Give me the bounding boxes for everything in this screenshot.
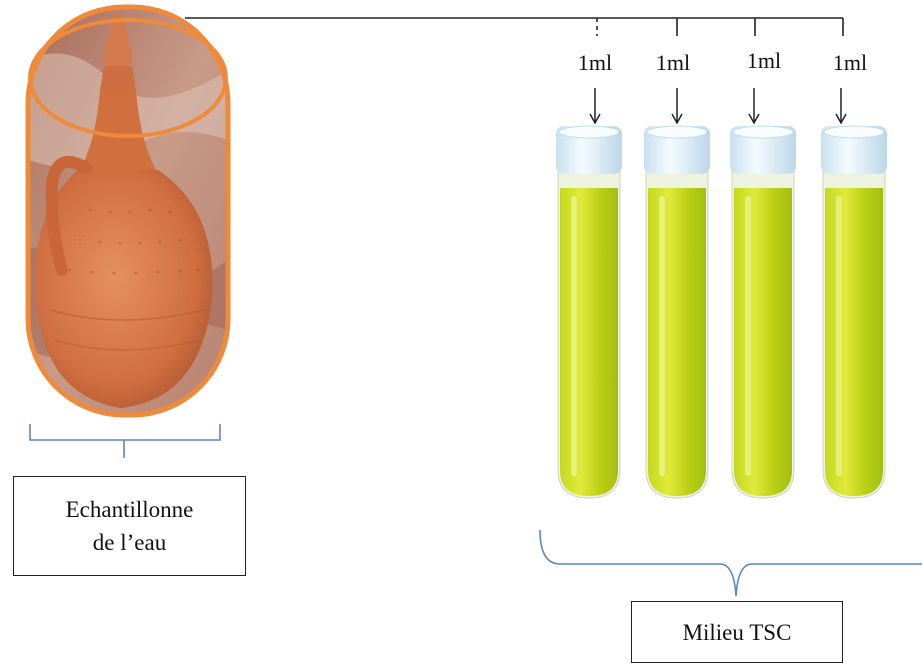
sample-brace: [30, 424, 220, 458]
tube-liquid: [825, 188, 883, 496]
medium-brace: [540, 530, 922, 596]
tube-liquid: [560, 188, 618, 496]
tube-liquid: [648, 188, 706, 496]
pipette-arrows: [590, 88, 846, 123]
tube-liquid: [734, 188, 792, 496]
arrow-tube-2: [672, 88, 682, 123]
tube-2-volume-label: 1ml: [643, 50, 703, 76]
tube-4-volume-label: 1ml: [820, 50, 880, 76]
sample-label-line2: de l’eau: [93, 526, 166, 559]
tsc-tubes: [556, 126, 887, 498]
medium-label: Milieu TSC: [683, 616, 792, 649]
arrow-tube-4: [836, 88, 846, 123]
tube-1-volume-label: 1ml: [565, 50, 625, 76]
sample-label-line1: Echantillonne: [66, 493, 194, 526]
test-tube-1: [556, 126, 622, 498]
tube-3-volume-label: 1ml: [734, 48, 794, 74]
medium-label-box: Milieu TSC: [631, 601, 843, 663]
test-tube-4: [821, 126, 887, 498]
arrow-tube-1: [590, 88, 600, 123]
clay-jar-image: [28, 7, 228, 415]
distribution-lines: [185, 18, 843, 36]
test-tube-2: [644, 126, 710, 498]
arrow-tube-3: [749, 88, 759, 123]
test-tube-3: [730, 126, 796, 498]
sample-label-box: Echantillonne de l’eau: [13, 476, 246, 576]
